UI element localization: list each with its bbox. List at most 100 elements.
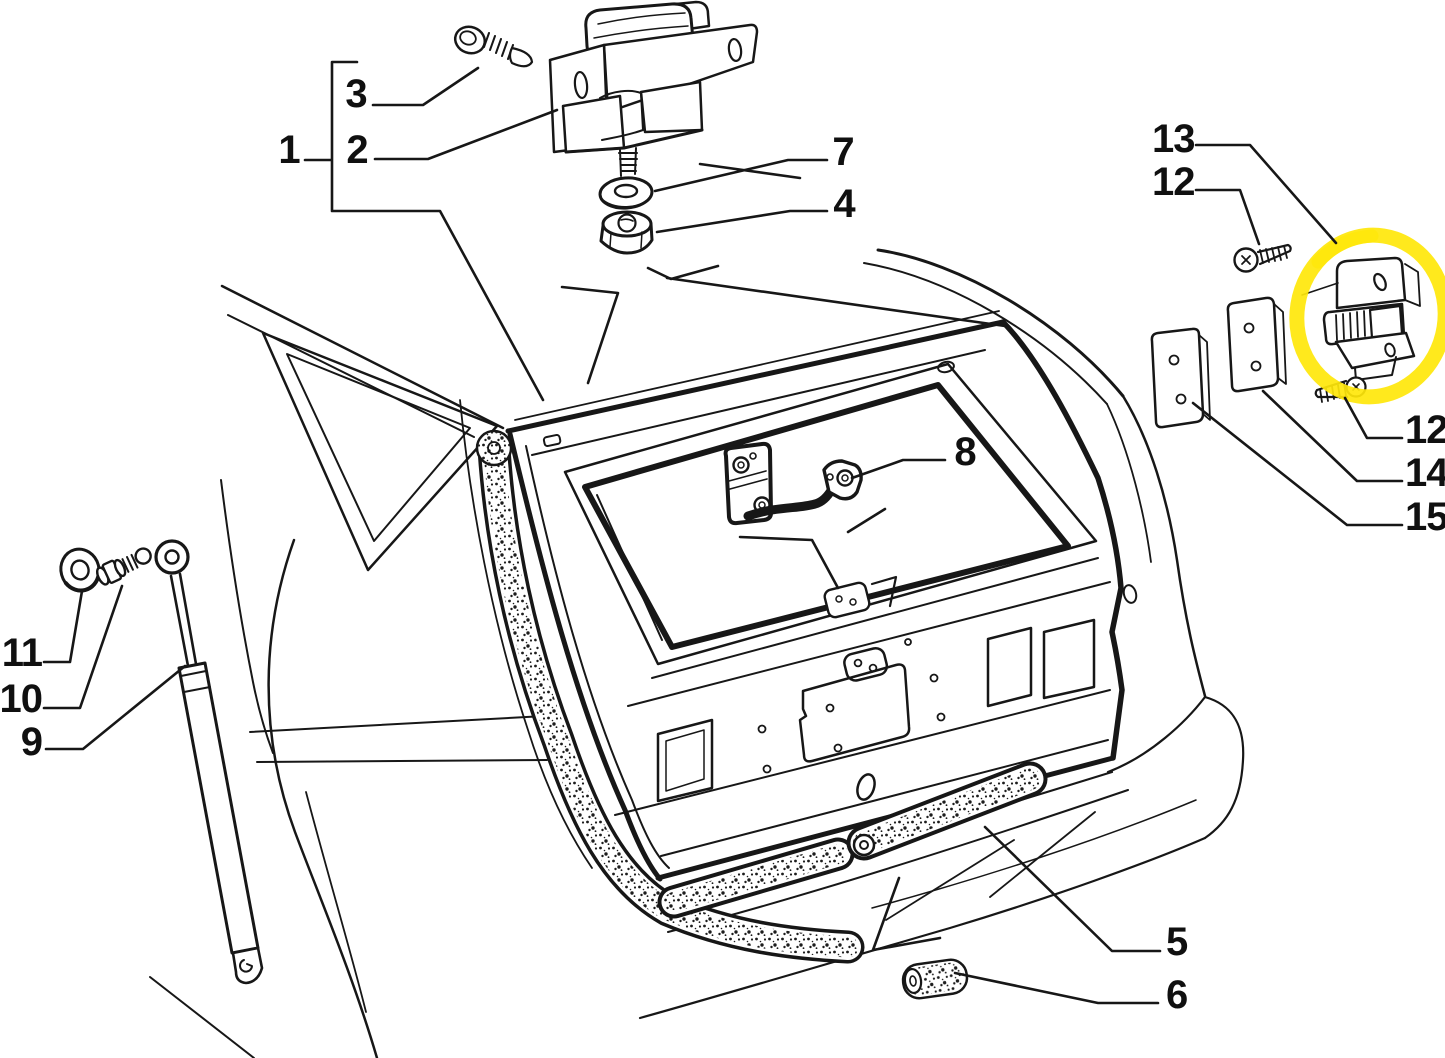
highlight-circle <box>1289 227 1445 405</box>
tailgate-drip-line <box>531 349 986 456</box>
callout-5-label: 5 <box>1166 920 1188 964</box>
lower-seam-1 <box>885 839 1015 921</box>
washer-part-11 <box>59 547 101 593</box>
quarter-window-outer <box>261 331 499 572</box>
shim-part-14 <box>1226 296 1287 393</box>
wheel-arch <box>267 538 379 1058</box>
screw-tip <box>508 46 534 68</box>
callout-7-label: 7 <box>832 130 853 174</box>
panel-crease-3 <box>614 689 1111 816</box>
latch-striker-part-13 <box>1301 256 1421 381</box>
roof-line-right <box>876 248 1125 398</box>
lower-seam-2 <box>989 811 1096 898</box>
strut-end-cap <box>231 946 264 985</box>
washer-part-7 <box>598 176 654 210</box>
screw-part-3 <box>453 25 534 68</box>
tailgate-left-edge <box>507 431 663 882</box>
aperture-inner <box>582 382 1071 650</box>
leader-10 <box>42 584 124 710</box>
bumper-top-right <box>1106 695 1207 774</box>
leader-14 <box>1261 389 1404 483</box>
seal-strip-right-part-5 <box>846 761 1048 861</box>
callout-9-label: 9 <box>21 720 42 764</box>
seal-speckle <box>483 438 859 958</box>
highlight-overlap-stroke <box>1311 229 1379 269</box>
sill-line <box>149 976 255 1058</box>
lock-hole <box>856 773 876 801</box>
wheel-arch-inner <box>305 791 367 1013</box>
leader-13 <box>1194 143 1338 245</box>
gas-strut-part-9 <box>154 539 264 985</box>
pointer-long-line <box>665 276 1007 328</box>
callouts: 1 2 3 7 4 8 13 12 12 14 15 11 10 9 5 6 <box>0 60 1445 1017</box>
leader-9 <box>44 664 187 751</box>
panel-crease-2 <box>627 581 1111 707</box>
bumper-bottom <box>638 836 1207 1020</box>
leader-4 <box>655 209 829 234</box>
handle-pointer-tick <box>846 507 887 534</box>
pointer-chevron-a <box>560 285 620 385</box>
striker-foot <box>1354 356 1397 381</box>
leader-11 <box>42 589 84 664</box>
mount-plate <box>602 23 759 114</box>
cutout-left-inner <box>665 729 705 792</box>
right-band-oval <box>1122 584 1138 604</box>
handle-mount-plate <box>823 575 898 619</box>
leader-6 <box>953 971 1160 1005</box>
foam-pad-part-6 <box>901 958 969 1000</box>
cutout-right-b <box>1042 618 1096 700</box>
striker-parts-12-13-14-15 <box>1150 227 1445 429</box>
strip-cross-section <box>852 833 876 857</box>
licence-recess <box>798 663 911 763</box>
quarter-window-inner <box>286 353 471 542</box>
car-body <box>149 248 1245 1058</box>
top-band-slot <box>542 433 562 447</box>
grip-handle-part-8 <box>723 441 898 619</box>
gas-strut-parts-9-10-11 <box>59 539 264 985</box>
callout-13-label: 13 <box>1152 117 1195 161</box>
tailgate-bottom-inner <box>660 739 1109 857</box>
callout-11-label: 11 <box>2 631 43 675</box>
striker-upper-plate <box>1335 256 1407 310</box>
leader-12-upper <box>1194 188 1261 246</box>
roof-line-left <box>220 284 505 430</box>
leader-12-right <box>1343 396 1404 440</box>
base-front <box>561 94 626 154</box>
bumper-corner <box>1203 695 1245 840</box>
screw-part-12-upper <box>1233 243 1292 273</box>
tailgate-right-edge <box>1000 319 1125 761</box>
pointer-chevron-b <box>646 264 720 281</box>
pointer-short-line <box>698 162 802 180</box>
weatherstrip-seal <box>475 429 865 964</box>
stud-threads <box>618 147 638 177</box>
callout-1-label: 1 <box>278 128 300 172</box>
leader-3 <box>371 66 480 107</box>
leader-1 <box>303 60 545 402</box>
handle-arm <box>743 484 837 521</box>
leader-8 <box>850 458 947 480</box>
strip-pointer-chevron <box>871 876 942 952</box>
callout-4-label: 4 <box>833 182 856 226</box>
strut-eyelet <box>154 539 190 575</box>
callout-8-label: 8 <box>954 430 976 474</box>
callout-2-label: 2 <box>346 128 367 172</box>
callout-12-right-label: 12 <box>1405 408 1445 452</box>
aperture-side-wall <box>596 494 663 641</box>
aperture-outer <box>563 362 1098 666</box>
callout-10-label: 10 <box>0 677 42 721</box>
tailgate-left-edge-inner <box>525 445 670 869</box>
leader-2 <box>373 108 559 161</box>
callout-12-upper-label: 12 <box>1152 160 1195 204</box>
body-crease-lower <box>256 759 548 763</box>
rear-corner-edge <box>1121 394 1207 698</box>
callout-3-label: 3 <box>345 72 366 116</box>
pointer-marks <box>560 162 1007 952</box>
seal-strip-left-part-5 <box>657 837 855 919</box>
strut-rod <box>169 572 198 668</box>
leader-15 <box>1191 401 1404 527</box>
striker-side-tab <box>1404 263 1421 307</box>
body-crease-upper <box>249 715 546 733</box>
panel-crease-1 <box>651 557 1099 679</box>
